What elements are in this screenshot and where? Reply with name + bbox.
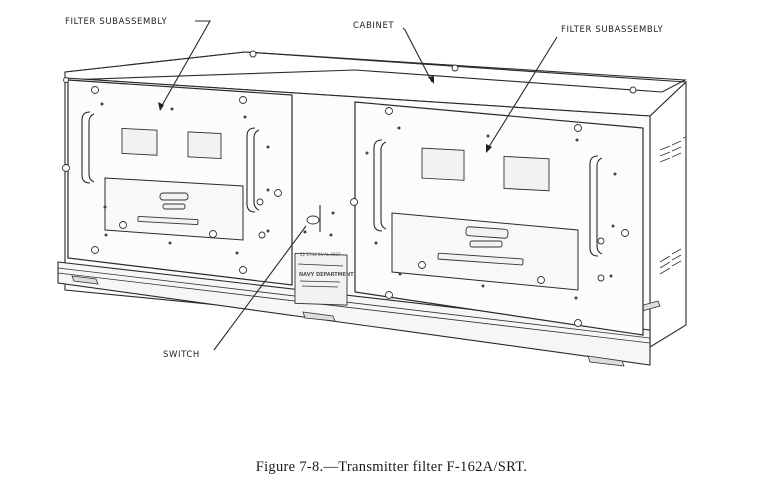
right-panel-handle-left (373, 139, 387, 232)
leader-switch (213, 225, 307, 351)
cabinet-base (57, 261, 651, 366)
arrowhead-filter-left (158, 102, 164, 111)
right-panel-drawer (391, 212, 579, 291)
right-panel-plate-1 (421, 147, 465, 181)
right-panel-screws (350, 107, 629, 327)
top-screw-4 (63, 77, 69, 83)
left-panel-handle-right (246, 127, 260, 213)
leader-filter-right (486, 36, 558, 151)
callout-filter-subassembly-left: FILTER SUBASSEMBLY (65, 17, 168, 27)
svg-text:NAVY DEPARTMENT: NAVY DEPARTMENT (299, 272, 354, 278)
left-panel-screws (62, 86, 282, 274)
arrowhead-cabinet (428, 76, 434, 84)
callout-filter-subassembly-right: FILTER SUBASSEMBLY (561, 25, 664, 35)
foot-center (302, 311, 336, 322)
left-panel-plate-2 (187, 131, 222, 160)
navy-department-nameplate: 22 1744 04 AL 2837 NAVY DEPARTMENT (294, 252, 354, 306)
right-panel-plate-2 (503, 155, 550, 192)
top-screw-2 (451, 64, 459, 72)
left-drawer-dial (162, 203, 186, 210)
foot-left (71, 275, 99, 285)
callout-switch: SWITCH (163, 350, 200, 360)
top-screw-1 (249, 50, 257, 58)
right-panel-handle-right (589, 155, 603, 257)
leader-filter-left (159, 20, 211, 110)
top-screw-3 (629, 86, 637, 94)
figure-caption: Figure 7-8.—Transmitter filter F-162A/SR… (255, 459, 528, 475)
left-panel-plate-1 (121, 127, 158, 156)
switch (303, 205, 335, 237)
side-louvers (659, 136, 687, 275)
right-drawer-dial (469, 240, 503, 248)
svg-text:22 1744 04 AL 2837: 22 1744 04 AL 2837 (300, 252, 341, 257)
callout-cabinet: CABINET (353, 21, 394, 31)
arrowhead-filter-right (486, 144, 492, 153)
right-drawer-label (465, 226, 509, 239)
left-drawer-strip (137, 216, 199, 225)
foot-right (587, 355, 625, 367)
right-drawer-strip (437, 252, 524, 266)
left-drawer-label (159, 192, 189, 201)
leader-cabinet (402, 27, 433, 83)
left-panel-handle-left (81, 111, 95, 184)
